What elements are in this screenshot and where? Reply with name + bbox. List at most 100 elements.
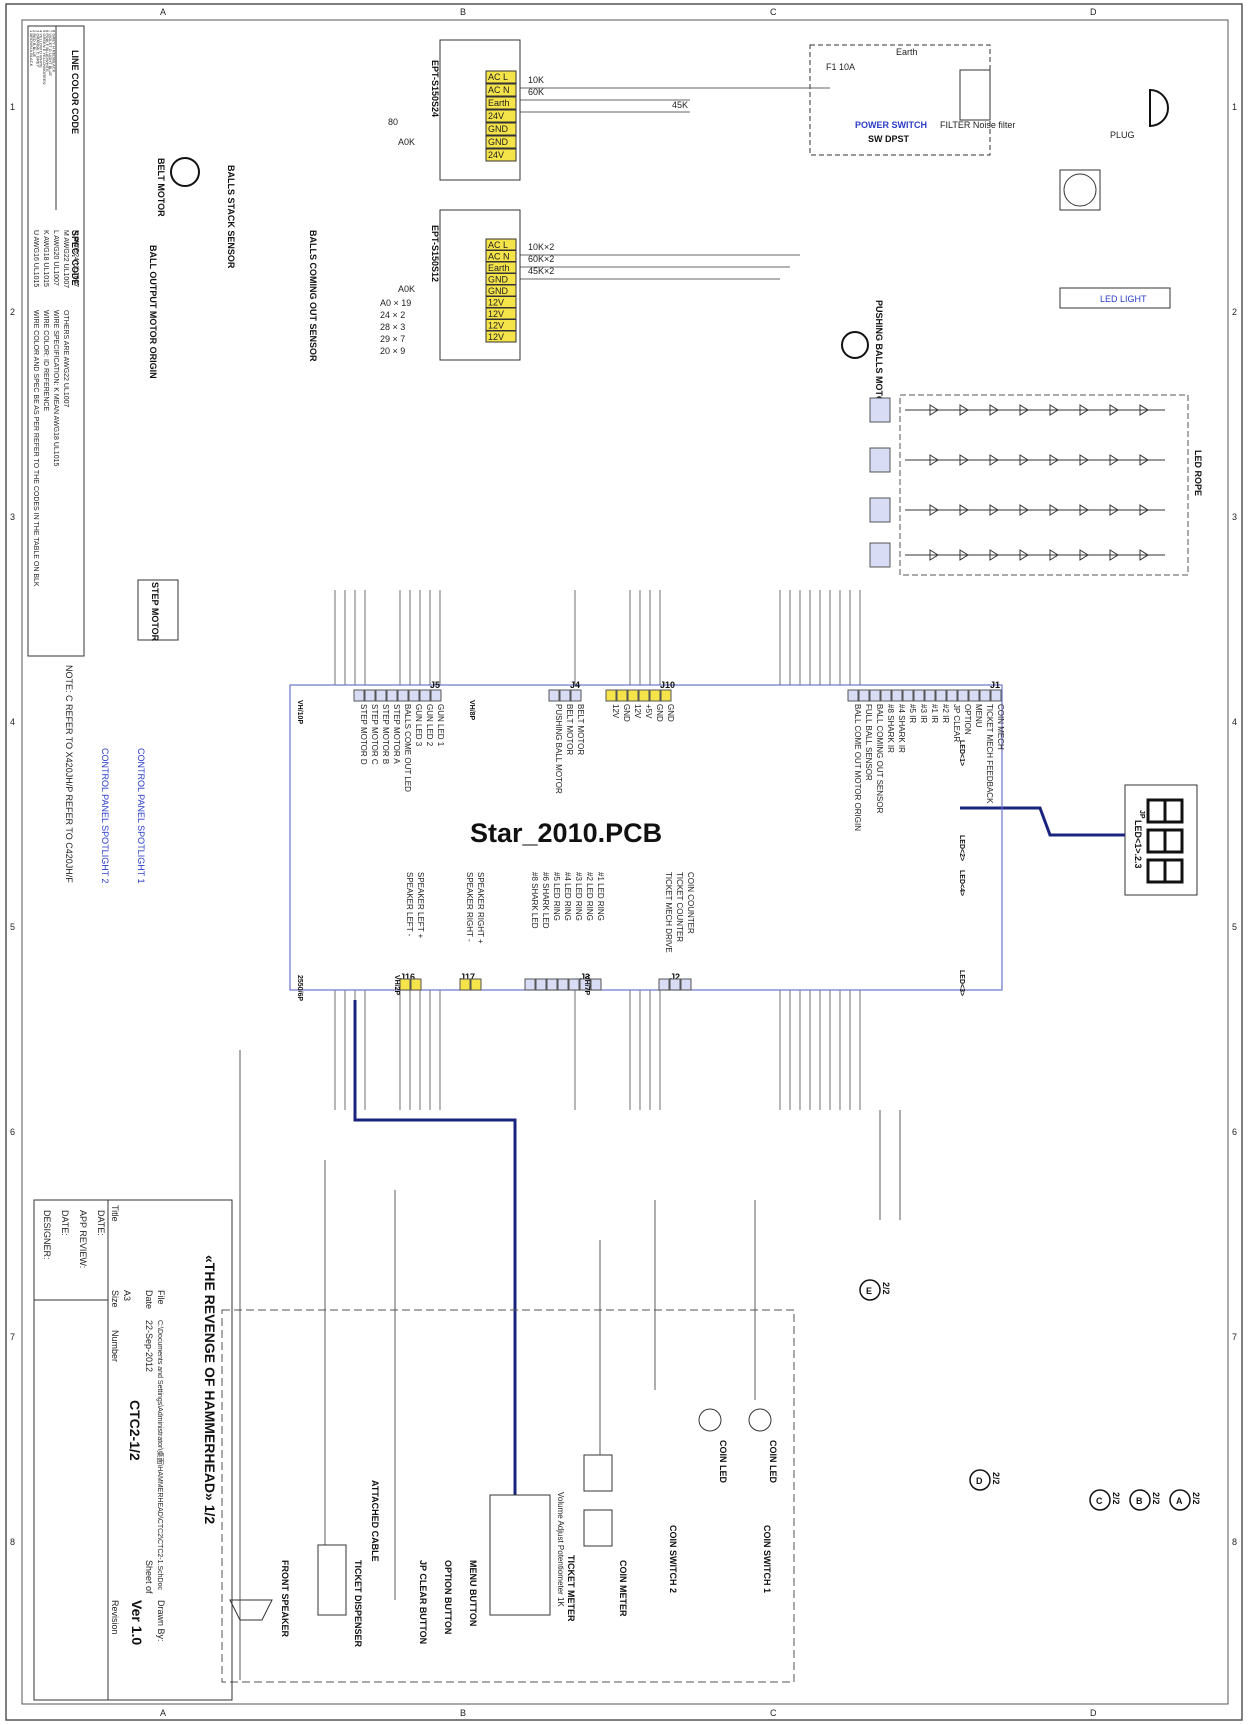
led-diode [929,404,939,416]
psu1-pin-box [485,96,517,110]
color-code-row: 8 GREY H RED/BLACK [51,30,56,73]
connector-pin [957,689,969,702]
spec-code-row: K AWG18 UL1015 [42,230,49,287]
connector-pin-label: #8 SHARK LED [530,872,539,929]
connector-pin [579,978,591,991]
connector-pin-label: GUN LED 3 [414,704,423,747]
led-diode [959,454,969,466]
offsheet-letter: B [1136,1496,1143,1506]
psu2-pin: GND [488,286,509,296]
power-wire-label: A0K [398,284,415,294]
spec-note3: WIRE SPECIFICATION: K MEAN AWG18 UL1015 [52,310,59,466]
connector-pin-label: #8 SHARK IR [886,704,895,753]
connector-pin [880,689,892,702]
connector-name: J3 [580,972,590,982]
connector-pin [669,978,681,991]
connector-name: J10 [660,680,675,690]
led-diode [929,504,939,516]
volume-label: Volume Adjust Potentiometer 1K [556,1492,565,1607]
connector-pin [410,978,422,991]
size-label: Size [110,1290,120,1308]
psu2-pin: AC N [488,252,510,262]
speaker-icon [229,1599,273,1621]
belt-motor-icon [170,157,200,187]
filter-label: FILTER Noise filter [940,120,1015,130]
offsheet-letter: E [866,1286,872,1296]
led-diode [989,504,999,516]
spec-code-row: N AWG24 UL1007 [72,230,79,287]
grid-col-top: B [460,7,466,17]
coin-meter-label: COIN METER [618,1560,628,1617]
connector-name: J2 [670,972,680,982]
connector-pin [605,689,617,702]
connector-pin [979,689,991,702]
offsheet-sheet: 2/2 [991,1472,1001,1485]
psu1-pin-box [485,135,517,149]
psu2-pin: AC L [488,240,508,250]
power-wire-label: 29 × 7 [380,334,405,344]
offsheet-circle [859,1279,881,1301]
connector-pin-label: SPEAKER LEFT + [416,872,425,939]
file-path: C:\Documents and Settings\Administrator\… [156,1320,165,1590]
spec-note4: OTHERS ARE AWG22 UL1007 [62,310,69,407]
led-diode [989,454,999,466]
offsheet-circle [1129,1489,1151,1511]
power-wire-label: 10K [528,75,544,85]
connector-pin-label: GND [622,704,631,722]
led-diode [1079,549,1089,561]
number-value: CTC2-1/2 [127,1400,143,1461]
psu1-pin: GND [488,137,509,147]
pcb-header-label: VH/2P [393,975,400,996]
offsheet-circle [1089,1489,1111,1511]
offsheet-letter: A [1176,1496,1183,1506]
connector-pin-label: #3 LED RING [574,872,583,921]
grid-row-left: 7 [10,1332,15,1342]
sheet-label: Sheet of [144,1560,154,1594]
led-diode [1139,454,1149,466]
coin-switch1-label: COIN SWITCH 1 [762,1525,772,1593]
connector-pin [869,689,881,702]
psu2-label: EPT-S150S12 [430,225,440,282]
connector-pin [524,978,536,991]
connector-pin [375,689,387,702]
connector-pin-label: #3 IR [919,704,928,723]
connector-pin [847,689,859,702]
ball-output-motor-label: BALL OUTPUT MOTOR ORIGIN [148,245,158,379]
connector-pin [638,689,650,702]
power-wire-label: 80 [388,117,398,127]
connector-box [869,542,891,568]
connector-pin [459,978,471,991]
connector-pin-label: STEP MOTOR C [370,704,379,765]
led-diode [929,454,939,466]
connector-pin-label: GND [666,704,675,722]
coin-led-icon-2 [698,1408,722,1432]
connector-pin-label: STEP MOTOR D [359,704,368,765]
power-wire-label: 20 × 9 [380,346,405,356]
grid-row-right: 5 [1232,922,1237,932]
title-text: «THE REVENGE OF HAMMERHEAD» 1/2 [202,1255,218,1524]
led-diode [989,404,999,416]
ball-sensor-label: BALLS STACK SENSOR [226,165,236,269]
spec-note2: WIRE COLOR: ID REFERENCE [42,310,49,411]
size-value: A3 [122,1290,132,1301]
psu2-pin: 12V [488,309,504,319]
offsheet-letter: D [976,1476,983,1486]
connector-pin [386,689,398,702]
connector-pin-label: #4 SHARK IR [897,704,906,753]
connector-pin-label: BELT MOTOR [576,704,585,755]
led-diode [1109,404,1119,416]
review-label: APP REVIEW: [78,1210,88,1268]
attached-cable-label: ATTACHED CABLE [370,1480,380,1562]
connector-pin-label: GND [655,704,664,722]
file-label: File [156,1290,166,1305]
wire-runs [239,590,1125,1680]
connector-pin [658,978,670,991]
power-wire-label: 10K×2 [528,242,554,252]
connector-name: J17 [460,972,475,982]
connector-pin-label: BELT MOTOR [565,704,574,755]
color-code-title: LINE COLOR CODE [70,50,80,134]
power-wire-label: A0 × 19 [380,298,411,308]
connector-pin [419,689,431,702]
